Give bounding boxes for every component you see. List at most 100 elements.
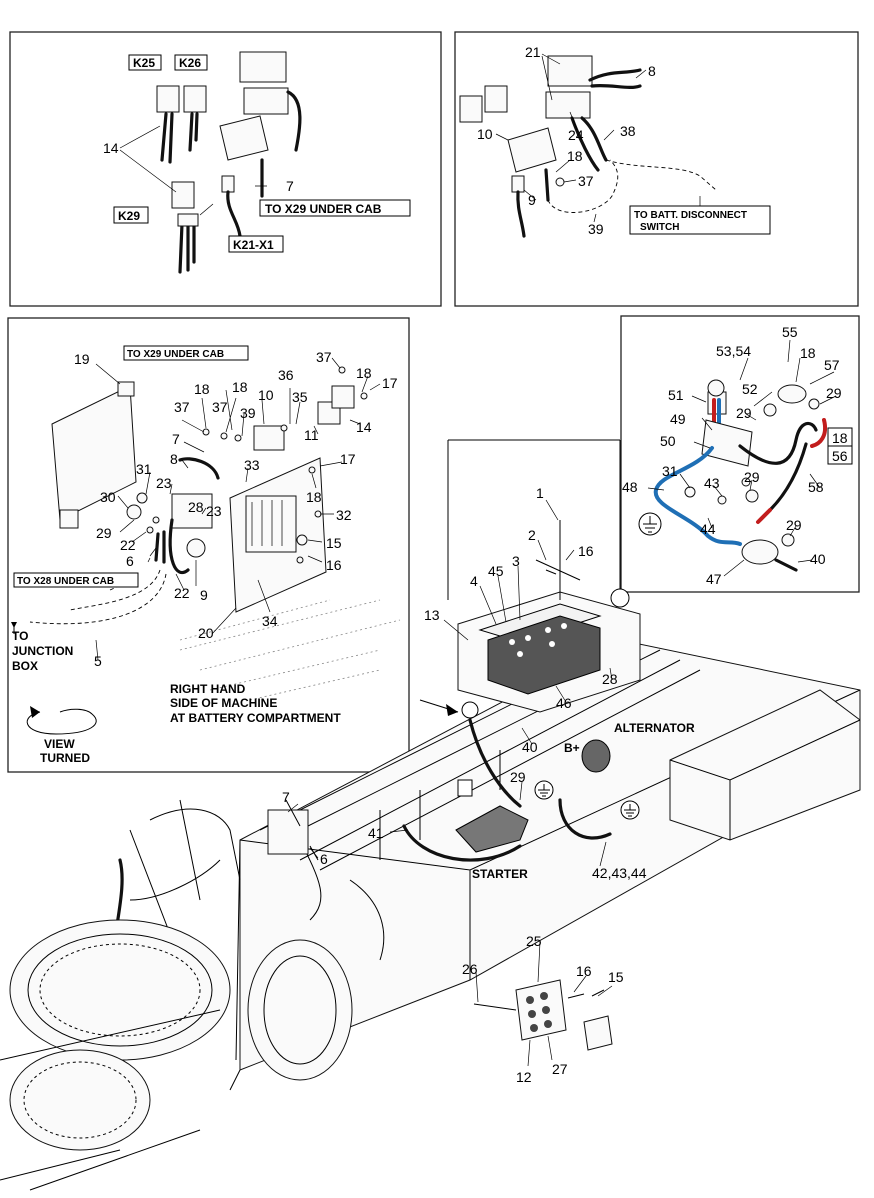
- connector-lower: [545, 91, 591, 119]
- callout-15: 15: [326, 535, 342, 551]
- callout-42-43-44: 42,43,44: [592, 865, 647, 881]
- cable-red-top: [810, 418, 827, 448]
- cable-40: [468, 718, 522, 808]
- disconnect-switch: [171, 493, 213, 529]
- panel-frame: [9, 31, 442, 307]
- bracket-foot: [59, 509, 79, 529]
- callout-43: 43: [704, 475, 720, 491]
- callout-37: 37: [578, 173, 594, 189]
- callout-25: 25: [526, 933, 542, 949]
- callout-23: 23: [156, 475, 172, 491]
- cable-6: [154, 530, 166, 564]
- cable-58: [768, 442, 808, 512]
- callout-48: 48: [622, 479, 638, 495]
- junction-line3: BOX: [12, 659, 38, 673]
- callout-17: 17: [382, 375, 398, 391]
- relay-outline: [484, 85, 508, 113]
- callout-5: 5: [94, 653, 102, 669]
- fuse-block: [219, 115, 269, 161]
- callout-29: 29: [96, 525, 112, 541]
- callout-16: 16: [326, 557, 342, 573]
- callout-10: 10: [477, 126, 493, 142]
- k21-wire: [226, 190, 242, 238]
- callout-10: 10: [258, 387, 274, 403]
- callout-16: 16: [578, 543, 594, 559]
- callout-29: 29: [510, 769, 526, 785]
- label-alternator: ALTERNATOR: [614, 721, 695, 735]
- relay-k29: [171, 181, 195, 209]
- rotate-arrow-icon: [26, 708, 97, 735]
- panel-battery-cables: 18 56 55 53,54 18 57 51 52 29 49 29 50 3…: [620, 315, 860, 593]
- callout-40: 40: [522, 739, 538, 755]
- callout-23: 23: [206, 503, 222, 519]
- relay-10: [253, 425, 285, 451]
- callout-32: 32: [336, 507, 352, 523]
- callout-18: 18: [800, 345, 816, 361]
- side-line2: SIDE OF MACHINE: [170, 696, 277, 710]
- harness-38: [570, 116, 608, 172]
- label-k26: K26: [179, 56, 201, 70]
- callout-8: 8: [648, 63, 656, 79]
- callout-9: 9: [528, 192, 536, 208]
- k21-connector: [221, 175, 235, 193]
- view-line2: TURNED: [40, 751, 90, 765]
- fuse-block-32: [245, 495, 297, 553]
- connector-upper: [239, 51, 287, 83]
- callout-18: 18: [567, 148, 583, 164]
- callout-7: 7: [282, 789, 290, 805]
- callout-39: 39: [588, 221, 604, 237]
- callout-49: 49: [670, 411, 686, 427]
- panel-frame: [454, 31, 859, 307]
- callout-1: 1: [536, 485, 544, 501]
- callout-13: 13: [424, 607, 440, 623]
- callout-22: 22: [120, 537, 136, 553]
- junction-box-25: [515, 979, 567, 1041]
- wire-18: [544, 168, 550, 202]
- callout-37: 37: [212, 399, 228, 415]
- relay-k26: [183, 85, 207, 113]
- label-k21-x1: K21-X1: [233, 238, 274, 252]
- label-k25: K25: [133, 56, 155, 70]
- callout-27: 27: [552, 1061, 568, 1077]
- callout-9: 9: [200, 587, 208, 603]
- callout-29: 29: [736, 405, 752, 421]
- panel-relays: K25 K26 K29 TO X29 UNDER CAB K21-X1 14 7: [9, 31, 442, 307]
- relay-14: [331, 385, 355, 409]
- callout-7: 7: [286, 178, 294, 194]
- label-to-x29: TO X29 UNDER CAB: [127, 349, 224, 360]
- callout-24: 24: [568, 127, 584, 143]
- callout-52: 52: [742, 381, 758, 397]
- callout-44: 44: [700, 521, 716, 537]
- bracket-19: [51, 385, 137, 521]
- starter: [455, 805, 529, 853]
- harness-8: [588, 68, 642, 90]
- boxed-callout-56: 56: [832, 448, 848, 464]
- callout-4: 4: [470, 573, 478, 589]
- cable-48: [653, 446, 742, 546]
- callout-18: 18: [306, 489, 322, 505]
- callout-37: 37: [316, 349, 332, 365]
- callout-18: 18: [194, 381, 210, 397]
- side-line1: RIGHT HAND: [170, 682, 246, 696]
- callout-17: 17: [340, 451, 356, 467]
- detail-leader-box: [447, 439, 621, 600]
- bracket-49: [701, 419, 753, 467]
- callout-30: 30: [100, 489, 116, 505]
- callout-34: 34: [262, 613, 278, 629]
- washer-30: [126, 504, 142, 520]
- relay-harness: [160, 112, 199, 164]
- junction-line1: TO: [12, 629, 28, 643]
- callout-26: 26: [462, 961, 478, 977]
- connector-upper: [547, 55, 593, 87]
- callout-38: 38: [620, 123, 636, 139]
- cable-42: [558, 798, 612, 840]
- label-k29: K29: [118, 209, 140, 223]
- machine-frame-view: 1 2 16 3 4 45 13 28 46 40 7 6 29 41 42,4…: [0, 485, 861, 1191]
- callout-29: 29: [786, 517, 802, 533]
- panel-battery-disconnect: TO BATT. DISCONNECT SWITCH 21 8 10 24 38…: [454, 31, 859, 307]
- callout-15: 15: [608, 969, 624, 985]
- callout-21: 21: [525, 44, 541, 60]
- lower-ring: [9, 1049, 151, 1151]
- strap-2: [535, 559, 581, 581]
